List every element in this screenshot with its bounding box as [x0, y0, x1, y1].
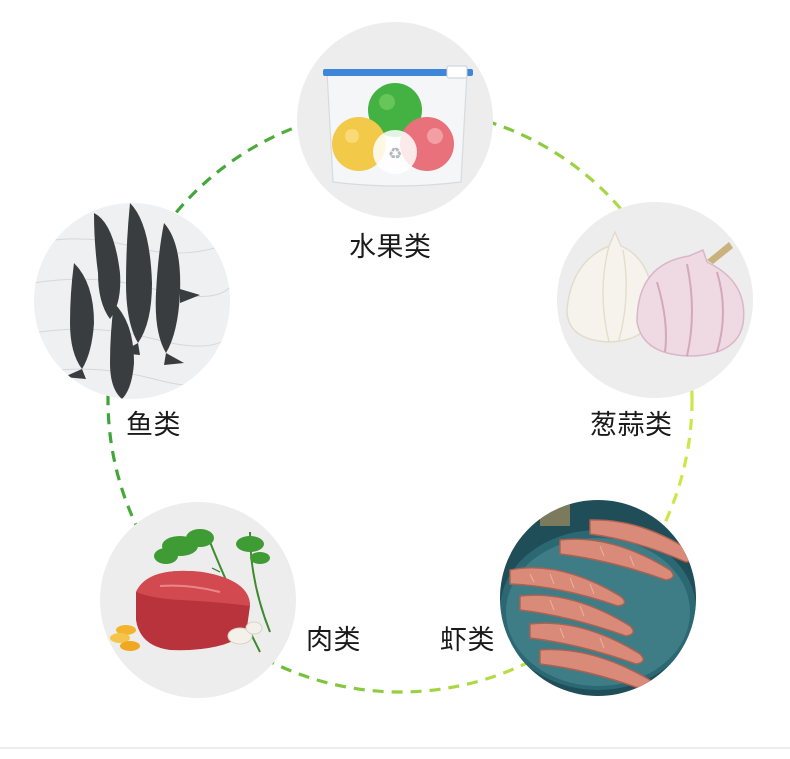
garlic-icon [557, 202, 753, 398]
label-shrimp: 虾类 [440, 625, 495, 656]
garlic-photo [557, 202, 753, 398]
bottom-divider [0, 747, 790, 749]
fruit-bag-photo: ♻ [297, 22, 493, 218]
beef-photo [100, 502, 296, 698]
label-fruit: 水果类 [349, 232, 432, 263]
beef-icon [100, 502, 296, 698]
fruit-bag-icon: ♻ [297, 22, 493, 218]
label-garlic: 葱蒜类 [590, 410, 673, 441]
label-fish: 鱼类 [126, 410, 181, 441]
label-meat: 肉类 [306, 625, 361, 656]
svg-text:♻: ♻ [388, 144, 402, 163]
fish-icon [34, 203, 230, 399]
shrimp-icon [500, 500, 696, 696]
fish-photo [34, 203, 230, 399]
mantis-shrimp-photo [500, 500, 696, 696]
